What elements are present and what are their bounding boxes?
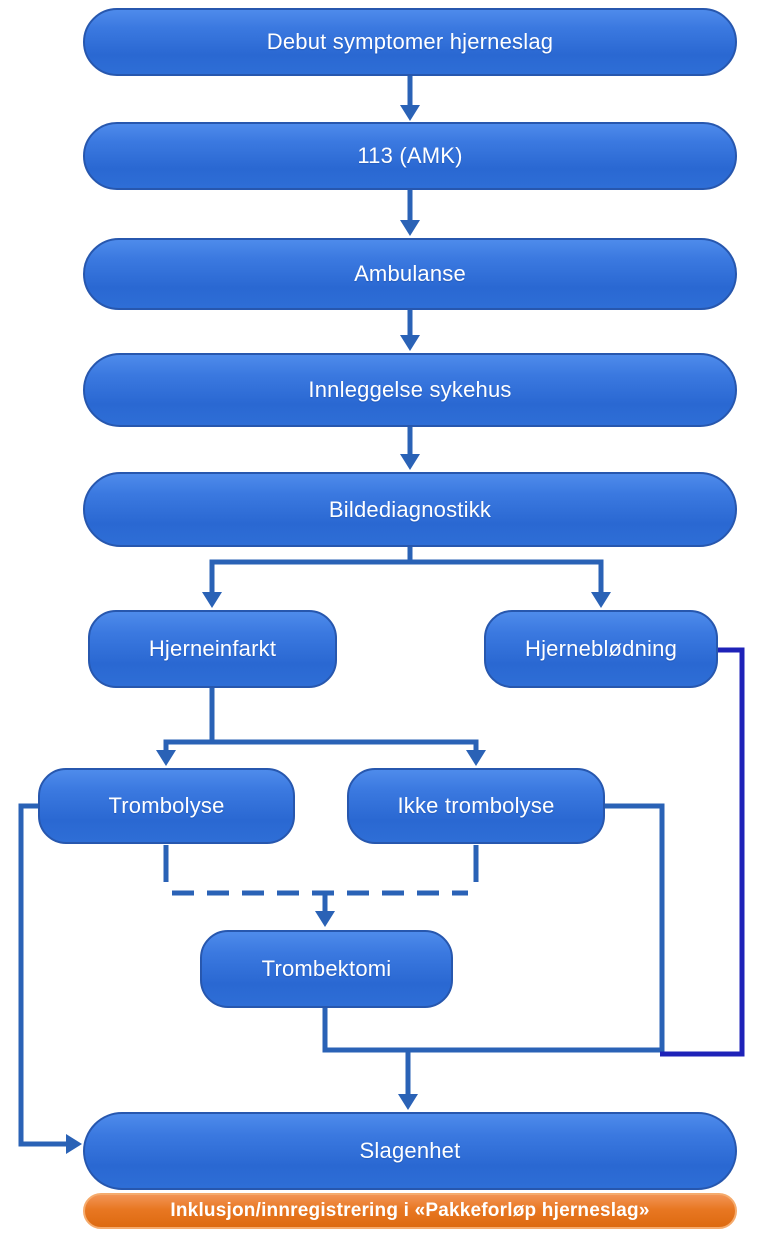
node-debut: Debut symptomer hjerneslag bbox=[83, 8, 737, 76]
node-trombektomi: Trombektomi bbox=[200, 930, 453, 1008]
arrowhead-down bbox=[398, 1094, 418, 1110]
arrowhead-down bbox=[400, 105, 420, 121]
arrowhead-down bbox=[591, 592, 611, 608]
arrowhead-down bbox=[156, 750, 176, 766]
edge-bilde-split bbox=[209, 559, 604, 595]
arrowhead-right bbox=[66, 1134, 82, 1154]
arrowhead-down bbox=[466, 750, 486, 766]
arrowhead-down bbox=[400, 335, 420, 351]
arrowhead-down bbox=[400, 454, 420, 470]
arrowhead-down bbox=[400, 220, 420, 236]
node-amk: 113 (AMK) bbox=[83, 122, 737, 190]
node-ambulanse: Ambulanse bbox=[83, 238, 737, 310]
edge-navy-route bbox=[660, 647, 745, 1057]
node-hjerneinfarkt: Hjerneinfarkt bbox=[88, 610, 337, 688]
arrowhead-down bbox=[202, 592, 222, 608]
node-hjerneblodning: Hjerneblødning bbox=[484, 610, 718, 688]
edge-infarkt-split bbox=[163, 739, 479, 753]
node-slagenhet: Slagenhet bbox=[83, 1112, 737, 1190]
edge-left-route bbox=[18, 803, 68, 1147]
edge-right-route bbox=[322, 803, 665, 1053]
node-bildediagnostikk: Bildediagnostikk bbox=[83, 472, 737, 547]
arrowhead-down bbox=[315, 911, 335, 927]
node-trombolyse: Trombolyse bbox=[38, 768, 295, 844]
node-innleggelse: Innleggelse sykehus bbox=[83, 353, 737, 427]
callout-inklusjon: Inklusjon/innregistrering i «Pakkeforløp… bbox=[83, 1193, 737, 1229]
node-ikke-trombolyse: Ikke trombolyse bbox=[347, 768, 605, 844]
